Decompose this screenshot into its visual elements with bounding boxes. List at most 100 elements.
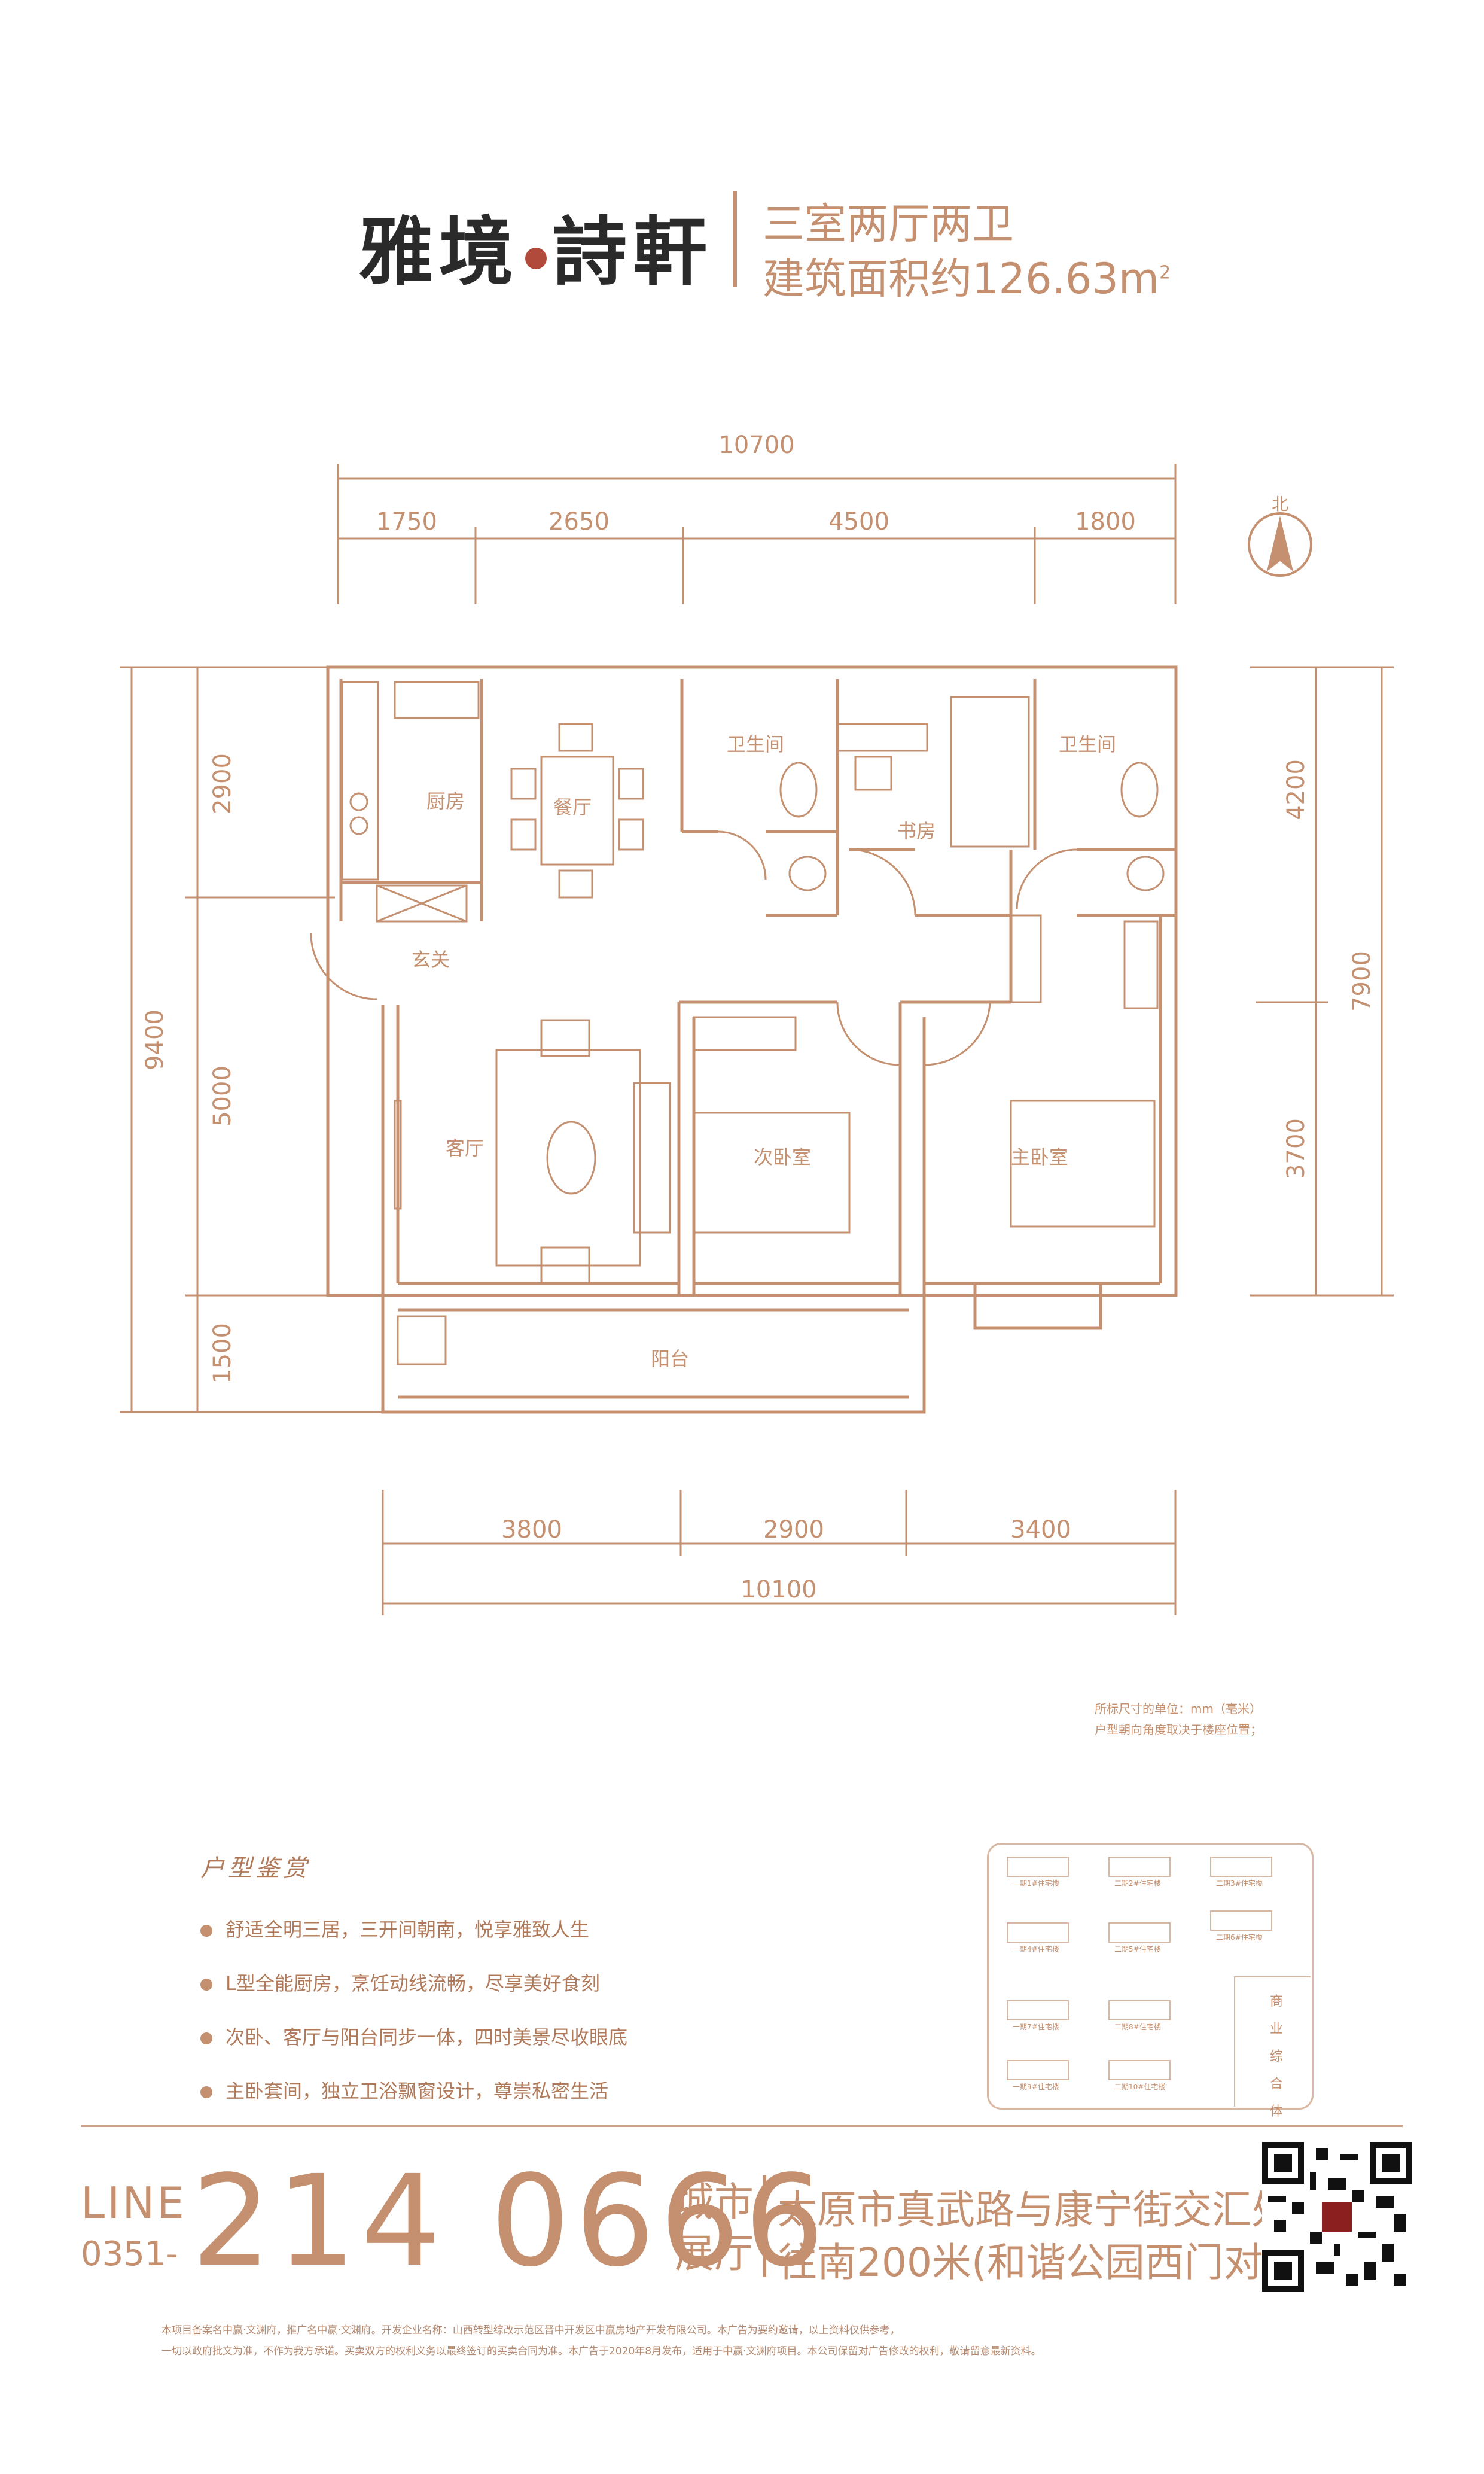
dim-left-total: 9400 <box>141 1009 169 1070</box>
washbasin-icon <box>1126 856 1165 891</box>
orientation-note: 户型朝向角度取决于楼座位置； <box>1095 1723 1262 1737</box>
footer-divider <box>81 2125 1403 2127</box>
wardrobe <box>1123 920 1159 1009</box>
dim-left-2: 5000 <box>209 1066 236 1127</box>
feature-item: 次卧、客厅与阳台同步一体，四时美景尽收眼底 <box>200 2022 627 2050</box>
washbasin-icon <box>788 856 827 891</box>
area-label: 建筑面积约126.63m <box>763 254 1160 303</box>
site-key-plan: 一期1#住宅楼 二期2#住宅楼 二期3#住宅楼 一期4#住宅楼 二期5#住宅楼 … <box>987 1843 1314 2119</box>
dining-chair <box>510 818 537 851</box>
tower-icon <box>1108 1857 1171 1877</box>
tower-icon <box>1210 1857 1272 1877</box>
address-line-2: 往南200米(和谐公园西门对面) <box>778 2239 1318 2286</box>
study-door <box>849 848 916 916</box>
qr-logo-icon <box>1322 2202 1352 2232</box>
tower-icon <box>1108 2000 1171 2020</box>
sofa <box>633 1082 671 1234</box>
study-chair <box>854 756 892 791</box>
bedroom2-door <box>836 1002 901 1066</box>
stove-burner-icon <box>349 816 368 835</box>
room-label-living: 客厅 <box>446 1137 484 1160</box>
tv-cabinet <box>394 1100 402 1210</box>
dim-top-1: 1750 <box>376 508 437 535</box>
tower-icon <box>1007 2060 1069 2080</box>
brand-logo: 雅境詩軒 <box>359 191 713 299</box>
living-rug <box>495 1049 641 1267</box>
room-label-master-bedroom: 主卧室 <box>1011 1146 1068 1168</box>
room-label-balcony: 阳台 <box>651 1347 689 1370</box>
toilet-icon <box>779 762 818 818</box>
tower-label: 二期2#住宅楼 <box>1114 1879 1161 1888</box>
dim-bottom-1: 3800 <box>501 1516 562 1544</box>
tower-icon <box>1007 1922 1069 1943</box>
kitchen-sink <box>394 681 480 719</box>
tower-icon <box>1108 2060 1171 2080</box>
room-label-bath1: 卫生间 <box>727 733 784 756</box>
layout-title: 三室两厅两卫 <box>763 199 1014 248</box>
master-door <box>924 1002 991 1066</box>
room-label-foyer: 玄关 <box>412 948 450 971</box>
tower-label: 一期1#住宅楼 <box>1013 1879 1059 1888</box>
stove-burner-icon <box>349 792 368 811</box>
feature-text: 舒适全明三居，三开间朝南，悦享雅致人生 <box>226 1918 590 1941</box>
tower-icon <box>1007 1857 1069 1877</box>
area-title: 建筑面积约126.63m2 <box>763 245 1171 306</box>
room-label-dining: 餐厅 <box>553 796 592 818</box>
dim-bottom-3: 3400 <box>1010 1516 1071 1544</box>
area-unit-sup: 2 <box>1159 262 1171 284</box>
north-arrow-icon <box>1267 516 1293 571</box>
coffee-table <box>546 1121 596 1195</box>
bullet-icon <box>200 1979 212 1991</box>
study-bed <box>950 696 1030 848</box>
tower-icon <box>1108 1922 1171 1943</box>
floor-plan: 10700 1750 2650 4500 1800 3800 2900 3400… <box>120 431 1394 1615</box>
armchair <box>540 1019 590 1057</box>
dim-top-2: 2650 <box>548 508 610 535</box>
bath1-door <box>717 830 767 880</box>
bullet-icon <box>200 2086 212 2098</box>
feature-text: L型全能厨房，烹饪动线流畅，尽享美好食刻 <box>226 1972 600 1995</box>
dim-bottom-2: 2900 <box>763 1516 824 1544</box>
qr-code-icon[interactable] <box>1262 2142 1412 2292</box>
header-divider <box>733 191 737 287</box>
brand-seal-icon <box>525 247 547 269</box>
disclaimer-line-2: 一切以政府批文为准，不作为我方承诺。买卖双方的权利义务以最终签订的买卖合同为准。… <box>161 2345 1041 2357</box>
wardrobe <box>693 1016 797 1051</box>
tower-label: 二期6#住宅楼 <box>1216 1933 1263 1942</box>
armchair <box>540 1246 590 1285</box>
tower-label: 二期5#住宅楼 <box>1114 1945 1161 1953</box>
room-label-study: 书房 <box>897 820 936 842</box>
dim-right-total: 7900 <box>1348 951 1376 1012</box>
bed-master <box>1010 1100 1156 1228</box>
wardrobe <box>1010 914 1042 1003</box>
phone-number[interactable]: 214 0666 <box>191 2148 830 2295</box>
dim-bottom-total: 10100 <box>741 1576 816 1603</box>
bed-secondary <box>693 1112 851 1234</box>
feature-text: 次卧、客厅与阳台同步一体，四时美景尽收眼底 <box>226 2026 628 2049</box>
room-label-kitchen: 厨房 <box>426 790 465 813</box>
unit-note: 所标尺寸的单位：mm（毫米） <box>1095 1702 1261 1716</box>
tower-label: 一期7#住宅楼 <box>1013 2023 1059 2031</box>
showroom-label: 城市展厅 <box>675 2179 754 2277</box>
fridge <box>376 884 468 923</box>
bullet-icon <box>200 1925 212 1937</box>
dining-chair <box>618 818 644 851</box>
kitchen-counter <box>341 681 379 881</box>
dim-right-2: 3700 <box>1282 1118 1310 1179</box>
tower-label: 一期9#住宅楼 <box>1013 2083 1059 2091</box>
washing-machine <box>397 1315 447 1365</box>
tower-label: 一期4#住宅楼 <box>1013 1945 1059 1953</box>
dining-table <box>540 756 614 866</box>
north-compass: 北 <box>1248 494 1312 577</box>
brand-name-left: 雅境 <box>359 209 520 296</box>
commercial-label: 商业综合体 <box>1270 1994 1284 2119</box>
balcony-wall <box>381 1294 926 1414</box>
dim-right-1: 4200 <box>1282 759 1310 820</box>
tower-icon <box>1007 2000 1069 2020</box>
bay-window <box>973 1282 1102 1330</box>
fridge-mark <box>376 884 467 923</box>
dining-chair <box>558 869 593 899</box>
entry-door <box>310 933 377 1000</box>
dim-left-1: 2900 <box>209 753 236 814</box>
disclaimer-line-1: 本项目备案名中赢·文渊府，推广名中赢·文渊府。开发企业名称：山西转型综改示范区晋… <box>161 2324 900 2336</box>
